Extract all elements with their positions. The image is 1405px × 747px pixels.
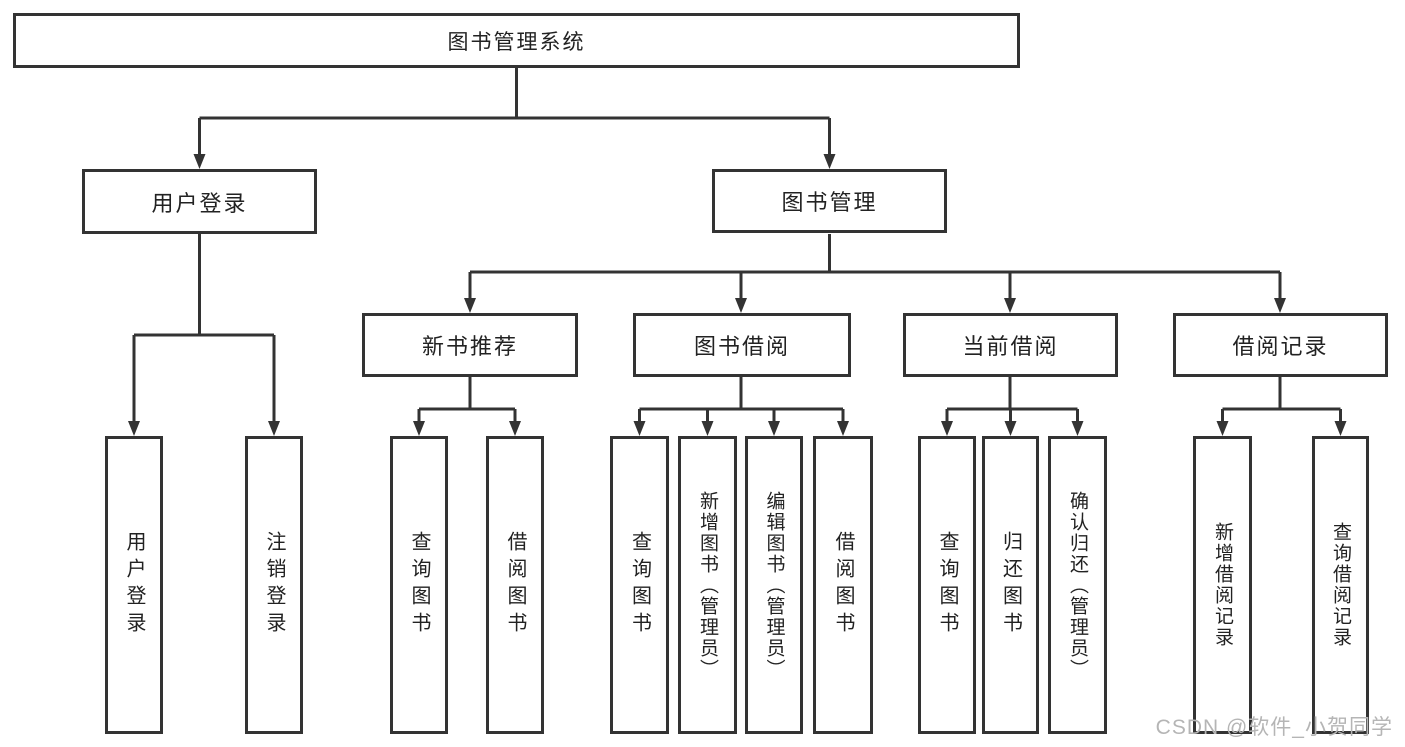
leaf-edit-books-admin: 编辑图书（管理员） [745, 436, 803, 734]
leaf-label: 借阅图书 [832, 531, 854, 639]
node-current-borrow: 当前借阅 [903, 313, 1118, 377]
leaf-label: 新增借阅记录 [1212, 522, 1233, 648]
leaf-borrow-books-recommend: 借阅图书 [486, 436, 544, 734]
leaf-return-books: 归还图书 [982, 436, 1039, 734]
csdn-watermark: CSDN @软件_小贺同学 [1155, 716, 1393, 739]
leaf-label: 查询图书 [936, 531, 958, 639]
leaf-add-books-admin: 新增图书（管理员） [678, 436, 737, 734]
leaf-label: 编辑图书（管理员） [763, 490, 785, 680]
leaf-query-borrow-record: 查询借阅记录 [1312, 436, 1369, 734]
leaf-confirm-return-admin: 确认归还（管理员） [1048, 436, 1107, 734]
leaf-label: 查询借阅记录 [1330, 522, 1351, 648]
leaf-borrow-books: 借阅图书 [813, 436, 873, 734]
leaf-label: 借阅图书 [504, 531, 526, 639]
node-book-borrow: 图书借阅 [633, 313, 851, 377]
connector-lines [132, 68, 1342, 427]
node-root-system: 图书管理系统 [13, 13, 1020, 68]
leaf-user-login: 用户登录 [105, 436, 163, 734]
leaf-label: 新增图书（管理员） [697, 490, 718, 680]
leaf-label: 注销登录 [263, 531, 285, 639]
node-book-management: 图书管理 [712, 169, 947, 233]
leaf-label: 查询图书 [408, 531, 430, 639]
leaf-label: 归还图书 [999, 531, 1022, 639]
leaf-label: 确认归还（管理员） [1067, 490, 1088, 680]
leaf-query-books-recommend: 查询图书 [390, 436, 448, 734]
leaf-add-borrow-record: 新增借阅记录 [1193, 436, 1252, 734]
leaf-label: 查询图书 [628, 531, 651, 639]
node-user-login: 用户登录 [82, 169, 317, 234]
leaf-logout: 注销登录 [245, 436, 303, 734]
leaf-query-books-current: 查询图书 [918, 436, 976, 734]
leaf-label: 用户登录 [123, 531, 145, 639]
node-borrow-records: 借阅记录 [1173, 313, 1388, 377]
node-new-book-recommend: 新书推荐 [362, 313, 578, 377]
leaf-query-books-borrow: 查询图书 [610, 436, 669, 734]
